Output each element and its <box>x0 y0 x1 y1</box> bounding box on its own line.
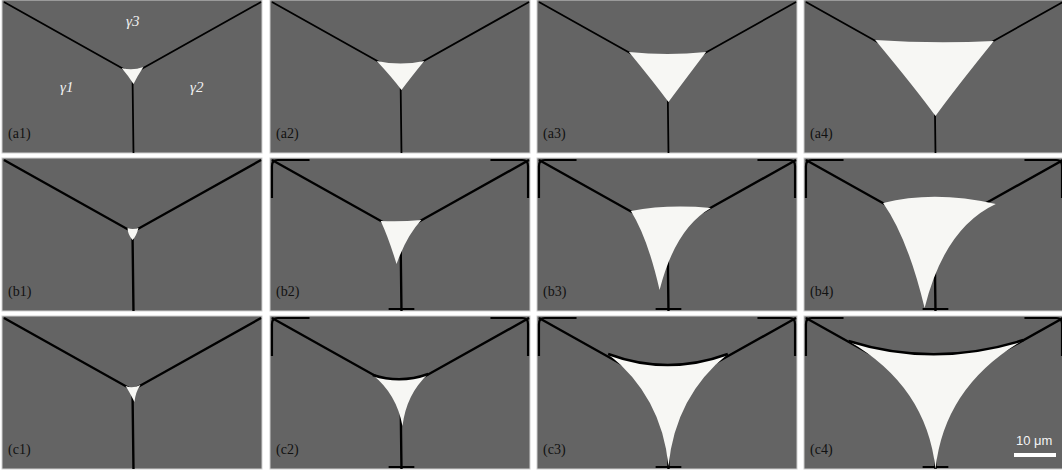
grain-background <box>804 316 1062 469</box>
phase-label: γ3 <box>126 14 139 29</box>
grain-background <box>537 0 797 153</box>
microstructure-panel <box>537 316 797 469</box>
grain-boundary <box>539 160 796 311</box>
grain-boundary <box>4 160 261 311</box>
panel-label: (a4) <box>810 127 833 141</box>
grain-boundary <box>539 318 796 469</box>
new-phase-grain <box>128 228 139 240</box>
microstructure-panel <box>804 158 1062 311</box>
phase-label: γ1 <box>60 80 73 95</box>
panel-label: (b4) <box>810 285 833 299</box>
scale-bar <box>1014 453 1056 457</box>
grain-boundary <box>806 160 1062 311</box>
microstructure-panel <box>270 316 530 469</box>
interface-boundary <box>608 354 728 365</box>
new-phase-grain <box>883 197 996 308</box>
grain-background <box>270 158 530 311</box>
panel-label: (c2) <box>276 443 299 457</box>
microstructure-panel <box>270 0 530 153</box>
edge-boundary <box>806 160 1062 309</box>
panel-label: (c1) <box>8 443 31 457</box>
edge-boundary <box>539 160 795 309</box>
grain-background <box>2 316 262 469</box>
interface-boundary <box>848 340 1023 354</box>
panel-label: (a3) <box>543 127 566 141</box>
edge-boundary <box>272 160 528 309</box>
grain-boundary <box>539 2 796 153</box>
grain-boundary <box>806 318 1062 469</box>
grain-boundary <box>4 2 261 153</box>
grain-boundary <box>4 318 261 469</box>
interface-boundary <box>373 374 428 379</box>
microstructure-panel <box>270 158 530 311</box>
grain-background <box>804 158 1062 311</box>
new-phase-grain <box>126 385 141 402</box>
new-phase-grain <box>848 340 1023 469</box>
grain-background <box>537 316 797 469</box>
grain-boundary <box>272 2 529 153</box>
new-phase-grain <box>631 207 711 290</box>
edge-boundary <box>272 318 528 467</box>
panel-label: (b2) <box>276 285 299 299</box>
microstructure-panel <box>2 316 262 469</box>
grain-boundary <box>272 160 529 311</box>
edge-boundary <box>539 318 795 467</box>
microstructure-panel <box>2 0 262 153</box>
grain-background <box>537 158 797 311</box>
new-phase-grain <box>373 374 428 426</box>
microstructure-panel <box>804 0 1062 153</box>
panel-label: (a2) <box>276 127 299 141</box>
new-phase-grain <box>608 354 728 466</box>
new-phase-grain <box>377 61 424 90</box>
panel-label: (b1) <box>8 285 31 299</box>
phase-label: γ2 <box>190 80 203 95</box>
grain-background <box>804 0 1062 153</box>
microstructure-panel <box>804 316 1062 469</box>
panel-label: (c3) <box>543 443 566 457</box>
grain-boundary <box>806 2 1062 153</box>
panel-label: (c4) <box>810 443 833 457</box>
microstructure-panel <box>537 158 797 311</box>
grain-background <box>270 0 530 153</box>
new-phase-grain <box>122 67 144 84</box>
grain-boundary <box>272 318 529 469</box>
grain-background <box>2 0 262 153</box>
grain-background <box>270 316 530 469</box>
scale-label: 10 μm <box>1016 434 1052 447</box>
microstructure-panel <box>2 158 262 311</box>
microstructure-panel <box>537 0 797 153</box>
grain-background <box>2 158 262 311</box>
new-phase-grain <box>629 52 706 102</box>
new-phase-grain <box>875 40 994 116</box>
new-phase-grain <box>381 220 422 264</box>
panel-label: (a1) <box>8 127 31 141</box>
panel-label: (b3) <box>543 285 566 299</box>
